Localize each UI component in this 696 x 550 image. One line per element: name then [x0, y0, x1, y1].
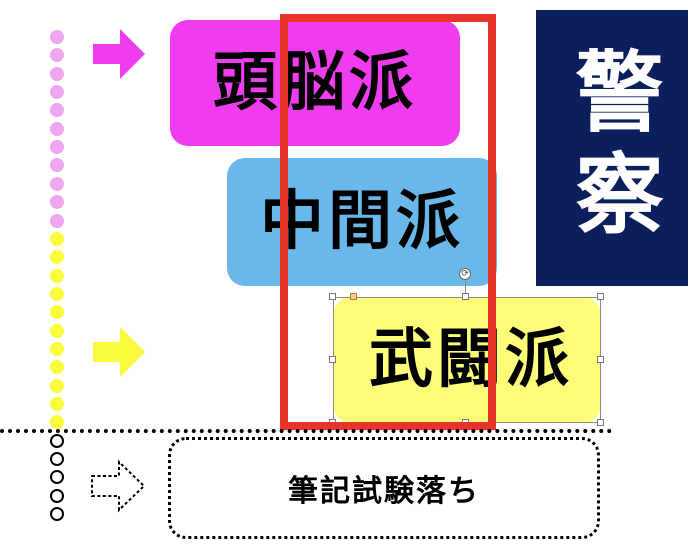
resize-handle[interactable] — [597, 419, 604, 426]
dot — [50, 121, 64, 136]
highlight-frame — [280, 14, 496, 430]
box-middle: 中間派 — [227, 158, 497, 286]
dot — [50, 85, 64, 100]
dot — [50, 488, 64, 503]
dot — [50, 140, 64, 155]
dot — [50, 378, 64, 393]
dot — [50, 341, 64, 356]
box-middle-label: 中間派 — [260, 185, 464, 259]
arrow-right-outline-icon — [91, 459, 146, 513]
rotate-handle-line — [465, 280, 466, 297]
dot — [50, 268, 64, 283]
dot — [50, 433, 64, 448]
box-exam-failed-label: 筆記試験落ち — [288, 474, 480, 509]
resize-handle[interactable] — [462, 293, 469, 300]
box-intellectual-label: 頭脳派 — [213, 46, 417, 120]
dot — [50, 231, 64, 246]
box-combat-label: 武闘派 — [369, 323, 573, 397]
dot — [50, 397, 64, 411]
dot — [50, 323, 64, 338]
arrow-right-icon-top — [93, 29, 145, 79]
police-box: 警察 — [536, 10, 688, 286]
resize-handle[interactable] — [597, 356, 604, 363]
resize-handle[interactable] — [597, 293, 604, 300]
box-intellectual: 頭脳派 — [170, 20, 460, 146]
dot — [50, 48, 64, 63]
police-label: 警察 — [561, 46, 664, 250]
resize-handle[interactable] — [329, 356, 336, 363]
dot — [50, 286, 64, 301]
dot — [50, 360, 64, 375]
dot — [50, 507, 64, 522]
arrow-right-icon-bottom — [93, 327, 145, 377]
dot — [50, 158, 64, 173]
dot — [50, 103, 64, 118]
resize-handle[interactable] — [329, 293, 336, 300]
dot — [50, 66, 64, 81]
box-combat[interactable]: 武闘派 — [333, 297, 601, 423]
rotate-handle-icon[interactable]: ⟳ — [459, 268, 471, 280]
dot — [50, 305, 64, 320]
dot — [50, 30, 64, 44]
dot — [50, 470, 64, 485]
dot — [50, 415, 64, 430]
dot — [50, 195, 64, 210]
dot — [50, 452, 64, 467]
dot — [50, 213, 64, 228]
threshold-line — [0, 429, 612, 433]
dot — [50, 250, 64, 265]
adjust-handle[interactable] — [350, 293, 357, 300]
dot — [50, 176, 64, 191]
box-exam-failed: 筆記試験落ち — [168, 437, 600, 539]
